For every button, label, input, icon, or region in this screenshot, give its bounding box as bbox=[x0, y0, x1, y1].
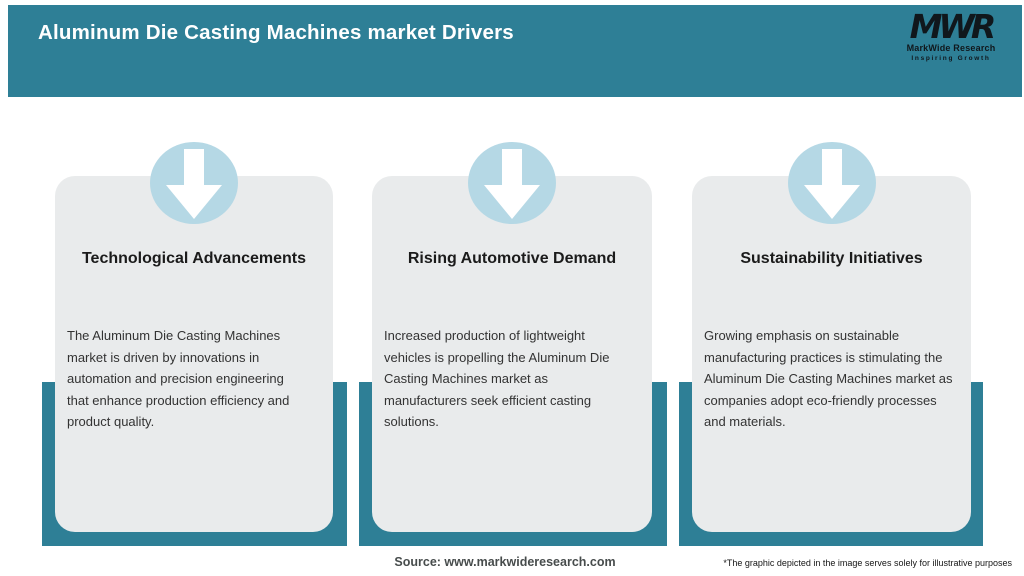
logo-acronym: MWR bbox=[909, 7, 997, 46]
arrow-circle-badge bbox=[788, 142, 876, 224]
card-panel: Technological Advancements The Aluminum … bbox=[55, 176, 333, 532]
page-title: Aluminum Die Casting Machines market Dri… bbox=[38, 21, 514, 44]
logo-tagline: Inspiring Growth bbox=[911, 55, 991, 62]
down-arrow-icon bbox=[484, 149, 540, 219]
arrow-circle-badge bbox=[468, 142, 556, 224]
logo-company-name: MarkWide Research bbox=[906, 43, 996, 53]
card-body-text: Increased production of lightweight vehi… bbox=[384, 328, 610, 430]
arrow-circle-badge bbox=[150, 142, 238, 224]
down-arrow-icon bbox=[804, 149, 860, 219]
card-title: Technological Advancements bbox=[81, 250, 307, 267]
source-text: Source: www.markwideresearch.com bbox=[394, 555, 616, 569]
card-title: Sustainability Initiatives bbox=[740, 250, 923, 267]
card-panel: Rising Automotive Demand Increased produ… bbox=[372, 176, 652, 532]
card-panel: Sustainability Initiatives Growing empha… bbox=[692, 176, 971, 532]
card-body-text: Growing emphasis on sustainable manufact… bbox=[704, 328, 953, 430]
markwide-research-logo: MWR MarkWide Research Inspiring Growth bbox=[896, 7, 1006, 63]
card-body-text: The Aluminum Die Casting Machines market… bbox=[67, 328, 290, 430]
card-title: Rising Automotive Demand bbox=[407, 250, 617, 267]
down-arrow-icon bbox=[166, 149, 222, 219]
disclaimer-text: *The graphic depicted in the image serve… bbox=[723, 558, 1012, 568]
header-bar: Aluminum Die Casting Machines market Dri… bbox=[8, 5, 1022, 97]
